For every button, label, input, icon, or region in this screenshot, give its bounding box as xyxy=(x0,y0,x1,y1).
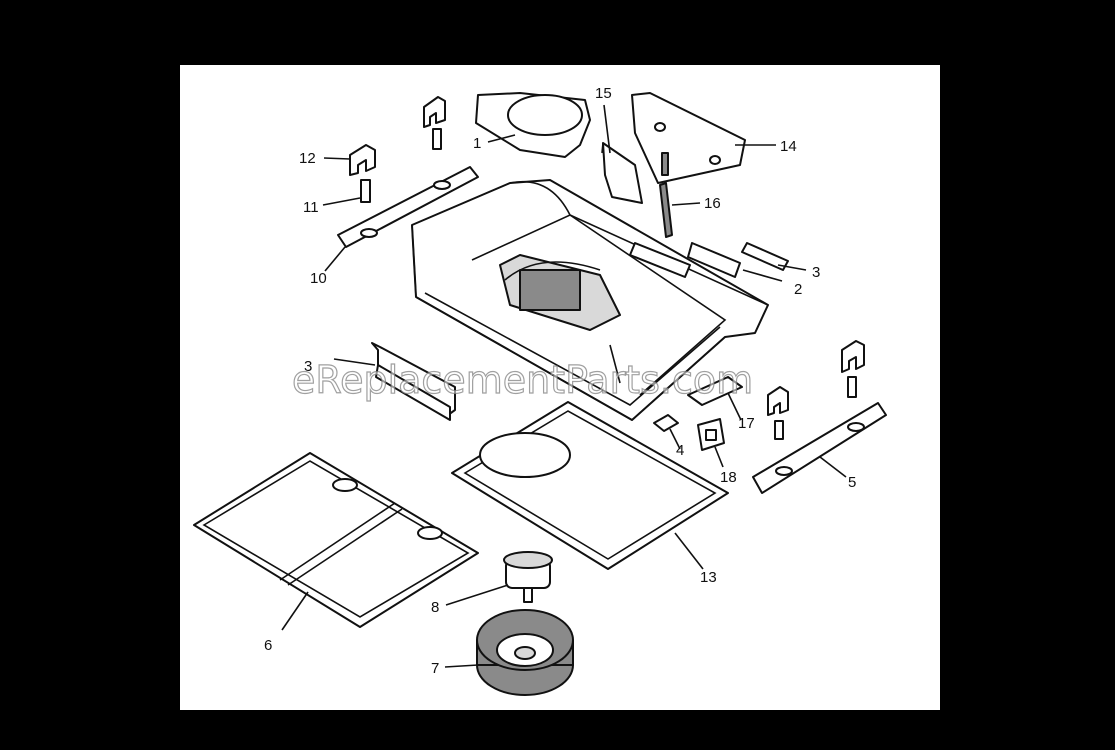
clip-part-4 xyxy=(653,414,679,432)
cover-part-3-right xyxy=(741,242,789,271)
callout-1: 1 xyxy=(473,135,481,152)
switch-part-18 xyxy=(697,418,725,451)
light-lens-part-2 xyxy=(687,242,741,278)
callout-3-right: 3 xyxy=(812,264,820,281)
bracket-right-lower xyxy=(767,386,789,440)
watermark-text: eReplacementParts.com xyxy=(292,358,753,402)
callout-17: 17 xyxy=(738,415,755,432)
filter-part-6 xyxy=(193,452,479,628)
hinge-part-16 xyxy=(659,182,673,238)
plate-part-17 xyxy=(687,376,743,406)
bracket-part-12 xyxy=(349,144,376,176)
bracket-right-upper xyxy=(841,340,865,398)
callout-11: 11 xyxy=(303,199,319,216)
parts-diagram-sheet: 1 2 3 3 4 5 6 7 8 10 11 12 13 14 15 16 1… xyxy=(180,65,940,710)
motor-part-8 xyxy=(503,551,553,603)
callout-16: 16 xyxy=(704,195,721,212)
transition-part-14 xyxy=(631,92,746,184)
range-hood-housing xyxy=(411,179,769,421)
blower-wheel-part-7 xyxy=(476,609,574,696)
mounting-strip-part-10 xyxy=(337,166,479,248)
callout-10: 10 xyxy=(310,270,327,287)
callout-5: 5 xyxy=(848,474,856,491)
callout-labels: 1 2 3 3 4 5 6 7 8 10 11 12 13 14 15 16 1… xyxy=(264,85,856,677)
bottom-panel-part-13 xyxy=(451,401,729,570)
exploded-parts-diagram: 1 2 3 3 4 5 6 7 8 10 11 12 13 14 15 16 1… xyxy=(193,85,887,696)
bracket-top xyxy=(423,96,446,150)
callout-18: 18 xyxy=(720,469,737,486)
callout-13: 13 xyxy=(700,569,717,586)
damper-flap-part-15 xyxy=(601,142,643,204)
callout-2: 2 xyxy=(794,281,802,298)
callout-15: 15 xyxy=(595,85,612,102)
leader-lines xyxy=(281,104,847,668)
screw-part-11 xyxy=(360,179,371,203)
callout-12: 12 xyxy=(299,150,316,167)
callout-6: 6 xyxy=(264,637,272,654)
callout-8: 8 xyxy=(431,599,439,616)
duct-collar-part-1 xyxy=(475,92,591,158)
mounting-strip-part-5 xyxy=(752,402,887,494)
bracket-part-9-left xyxy=(371,342,456,421)
callout-3-left: 3 xyxy=(304,358,312,375)
callout-14: 14 xyxy=(780,138,797,155)
callout-7: 7 xyxy=(431,660,439,677)
callout-4: 4 xyxy=(676,442,684,459)
